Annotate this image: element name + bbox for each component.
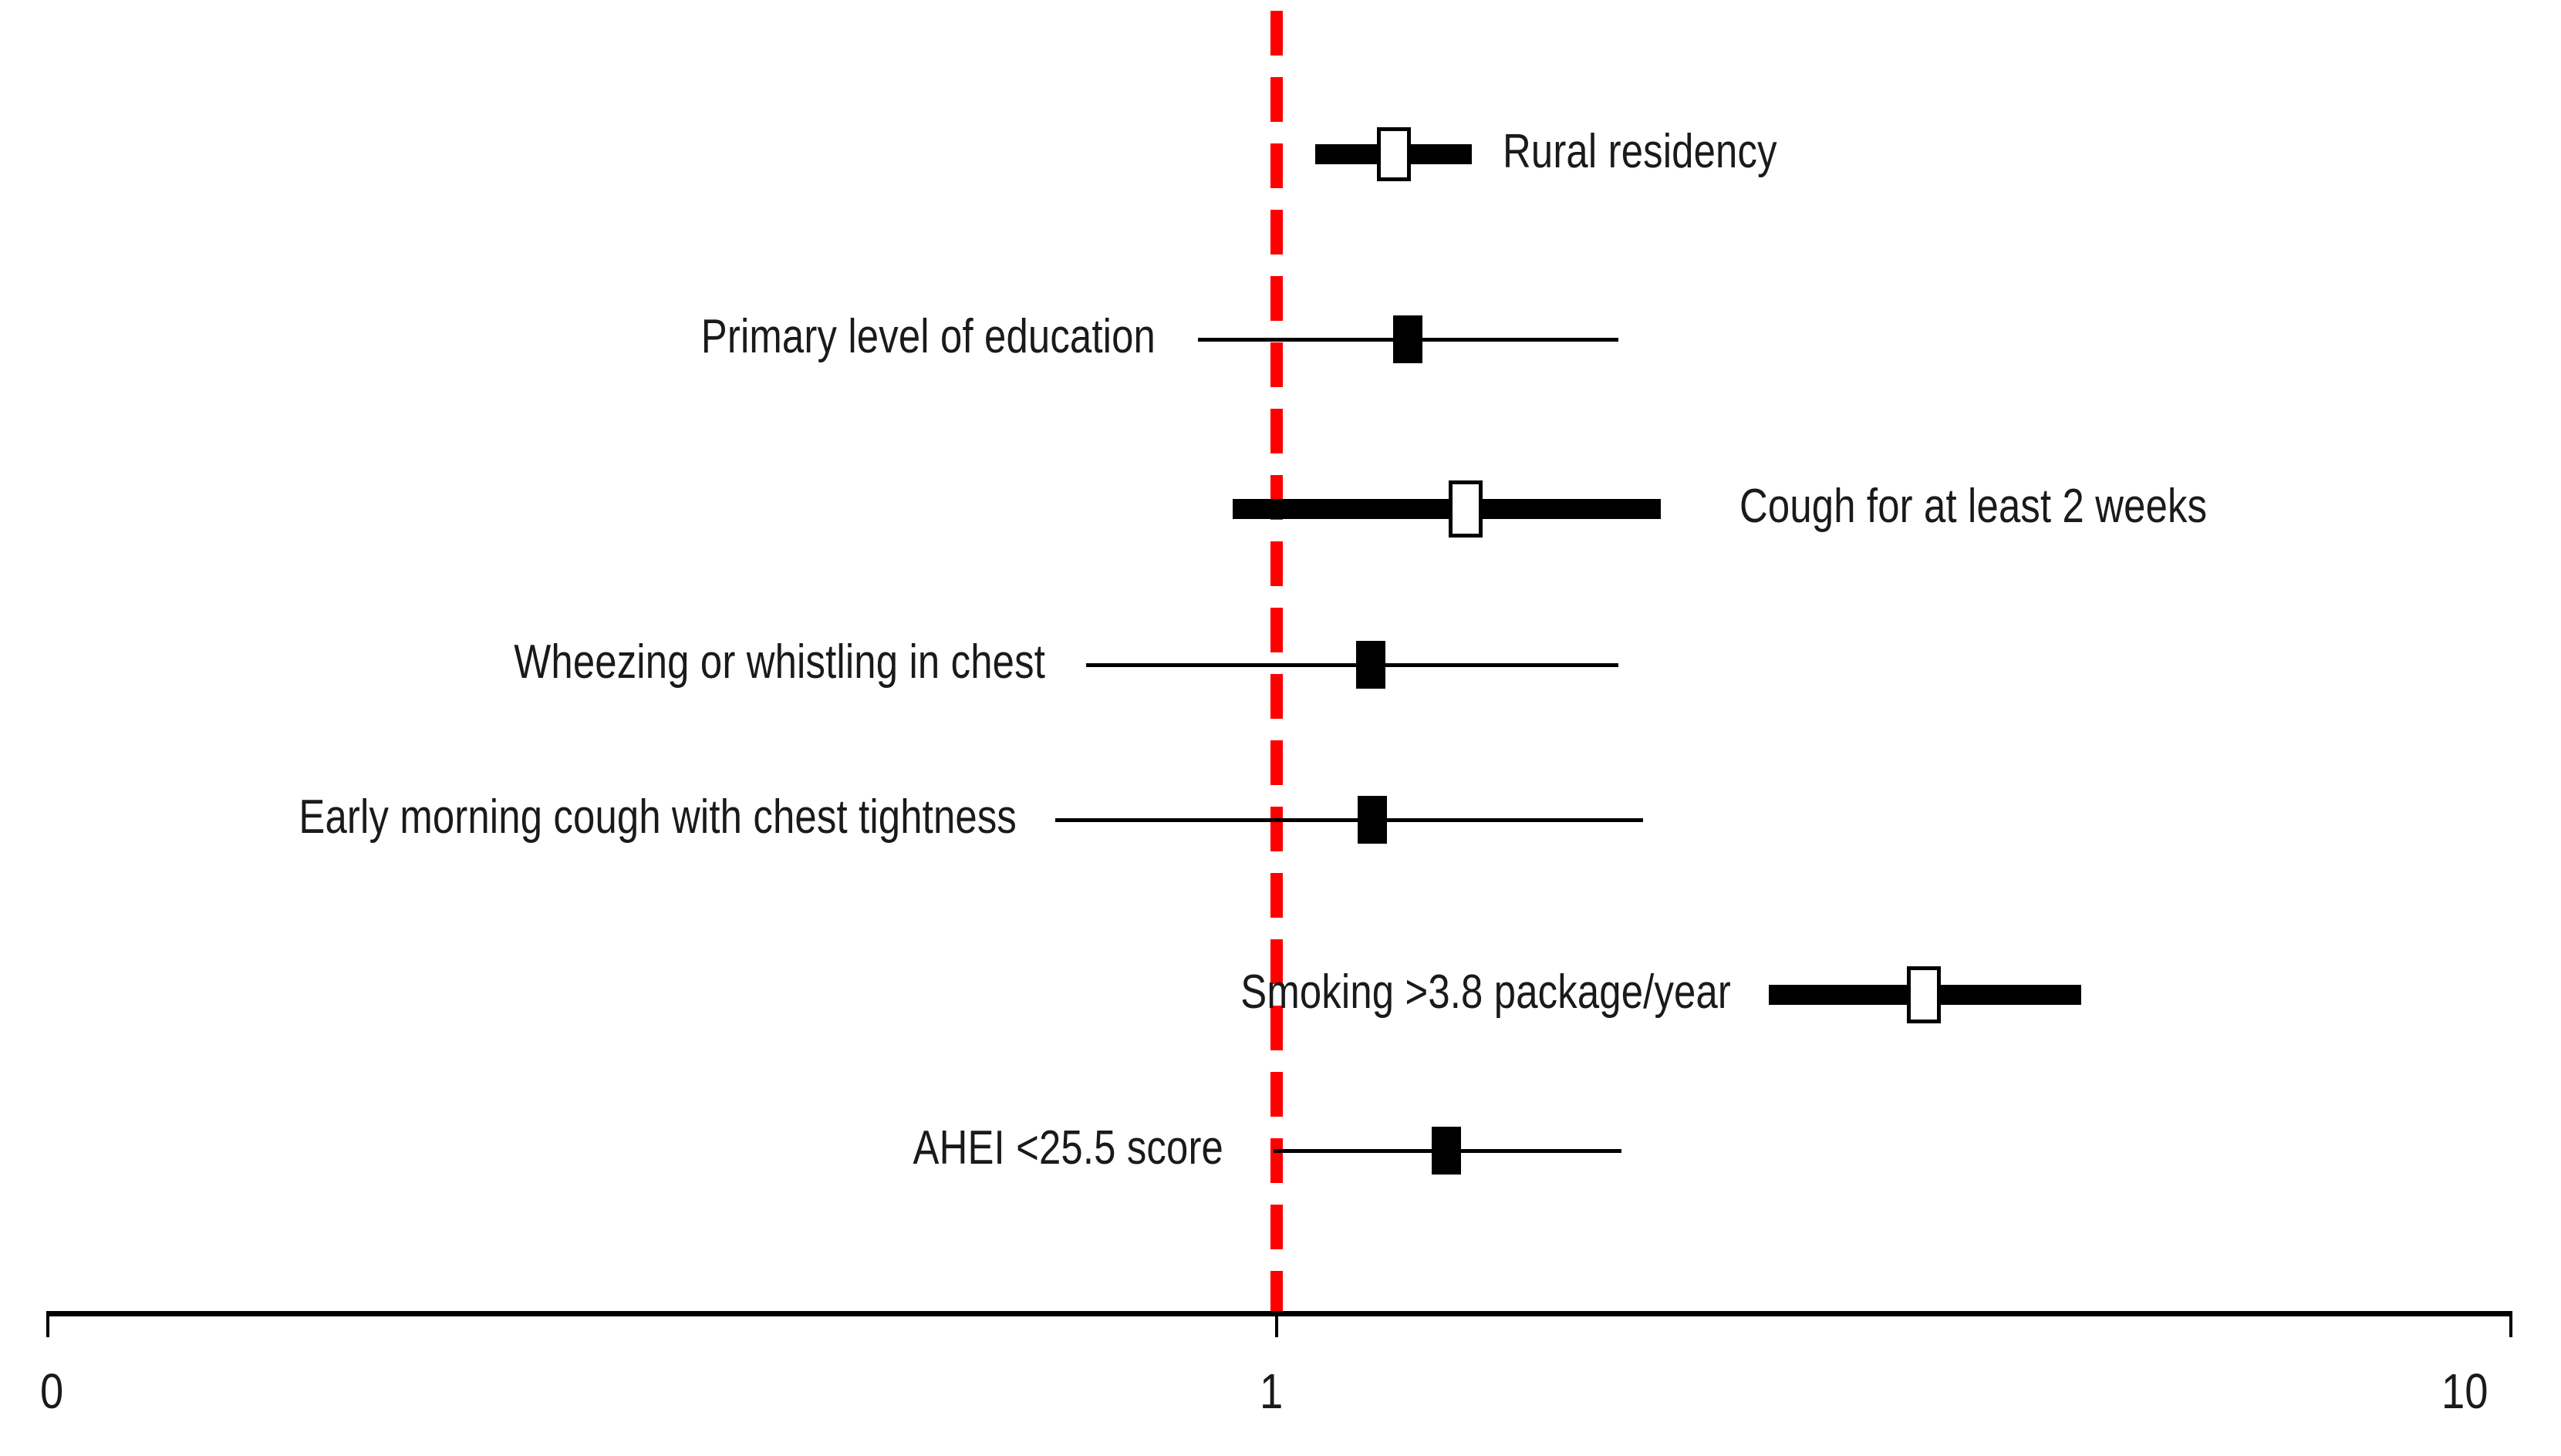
row-label: Wheezing or whistling in chest — [514, 635, 1045, 689]
x-axis-line — [48, 1311, 2511, 1316]
row-label: Primary level of education — [700, 310, 1156, 363]
row-label: Early morning cough with chest tightness — [299, 790, 1017, 844]
point-estimate-marker-open — [1449, 480, 1483, 538]
row-label: Rural residency — [1503, 125, 1777, 178]
point-estimate-marker-filled — [1356, 641, 1385, 689]
x-axis-tick-10 — [2509, 1311, 2512, 1337]
x-axis-tick-label-0: 0 — [40, 1363, 64, 1419]
row-label: Cough for at least 2 weeks — [1739, 480, 2208, 533]
x-axis-tick-label-1: 1 — [1260, 1363, 1284, 1419]
point-estimate-marker-open — [1907, 966, 1941, 1023]
row-label: AHEI <25.5 score — [913, 1121, 1223, 1175]
x-axis-tick-0 — [46, 1311, 49, 1337]
point-estimate-marker-filled — [1432, 1127, 1461, 1175]
confidence-interval-line — [1086, 662, 1618, 667]
confidence-interval-line — [1055, 817, 1643, 822]
row-label: Smoking >3.8 package/year — [1240, 966, 1731, 1019]
confidence-interval-line — [1233, 499, 1661, 519]
x-axis-tick-label-10: 10 — [2441, 1363, 2488, 1419]
point-estimate-marker-filled — [1358, 796, 1387, 844]
point-estimate-marker-open — [1377, 127, 1411, 181]
point-estimate-marker-filled — [1393, 315, 1422, 363]
x-axis-tick-1 — [1275, 1311, 1278, 1337]
